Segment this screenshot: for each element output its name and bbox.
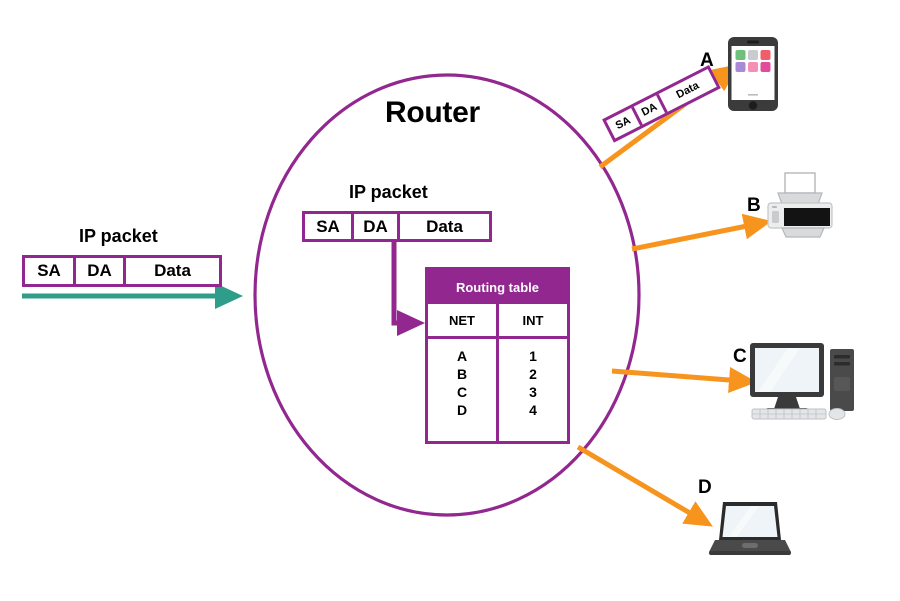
table-cell: C (456, 384, 468, 400)
tablet-icon (727, 36, 779, 117)
device-label-a: A (700, 50, 714, 71)
desktop-computer-icon (748, 339, 856, 426)
packet-field-data: Data (397, 214, 489, 239)
packet-field-da: DA (73, 258, 123, 284)
table-cell: D (456, 402, 468, 418)
routing-table-int-column: 1 2 3 4 (496, 339, 567, 441)
table-cell: A (456, 348, 468, 364)
column-header-int: INT (496, 304, 567, 336)
laptop-icon (707, 500, 793, 561)
routing-table-body: A B C D 1 2 3 4 (428, 339, 567, 441)
packet-field-data: Data (123, 258, 219, 284)
table-cell: 1 (529, 348, 537, 364)
arrow-to-device-d (576, 444, 713, 527)
device-label-b: B (747, 195, 761, 216)
packet-to-table-connector (391, 242, 425, 336)
ip-packet-caption-inner: IP packet (349, 182, 428, 202)
table-cell: 3 (529, 384, 537, 400)
ip-packet-inner: SA DA Data (302, 211, 492, 242)
packet-field-sa: SA (316, 216, 340, 236)
routing-table-net-column: A B C D (428, 339, 496, 441)
routing-table-title: Routing table (428, 270, 567, 304)
routing-table: Routing table NET INT A B C D 1 2 3 4 (425, 267, 570, 444)
routing-table-header: NET INT (428, 304, 567, 339)
table-cell: 4 (529, 402, 537, 418)
packet-field-sa: SA (37, 261, 61, 280)
device-label-d: D (698, 477, 712, 498)
column-header-net: NET (449, 312, 475, 328)
table-cell: B (456, 366, 468, 382)
ip-packet-left: SA DA Data (22, 255, 222, 287)
table-cell: 2 (529, 366, 537, 382)
device-label-c: C (733, 346, 747, 367)
arrow-to-device-c (611, 367, 757, 393)
printer-icon (762, 172, 838, 243)
packet-field-da: DA (351, 214, 397, 239)
page-title: Router (385, 96, 480, 129)
ip-packet-caption-left: IP packet (79, 226, 158, 246)
arrow-to-device-b (631, 213, 772, 252)
